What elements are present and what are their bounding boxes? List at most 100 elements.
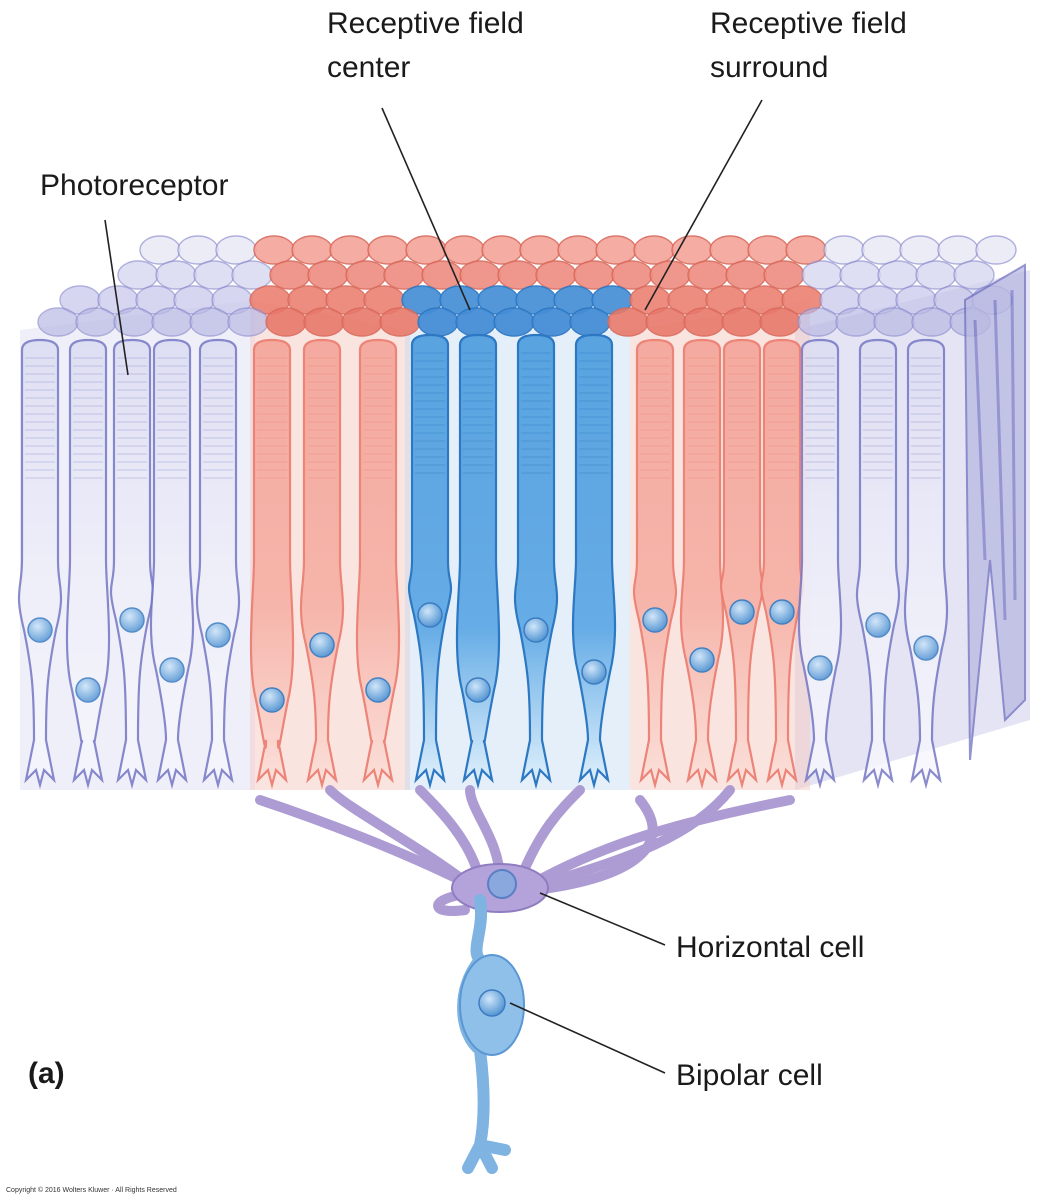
photoreceptor-cell [855, 338, 901, 790]
photoreceptor-cap [341, 307, 383, 337]
photoreceptor-cap [861, 235, 903, 265]
photoreceptor-cap [607, 307, 649, 337]
photoreceptor-cell [719, 338, 765, 790]
photoreceptor-cell [299, 338, 345, 790]
photoreceptor-cap [785, 235, 827, 265]
photoreceptor-cell [195, 338, 241, 790]
photoreceptor-cap [379, 307, 421, 337]
surround-label-line2: surround [710, 51, 829, 84]
photoreceptor-cap [383, 260, 425, 290]
photoreceptor-cell [759, 338, 805, 790]
photoreceptor-cell [249, 338, 295, 790]
photoreceptor-cap [291, 235, 333, 265]
photoreceptor-cap [307, 260, 349, 290]
photoreceptor-cap [75, 307, 117, 337]
photoreceptor-cell [149, 338, 195, 790]
photoreceptor-cap [231, 260, 273, 290]
photoreceptor-cap [303, 307, 345, 337]
photoreceptor-cells [17, 333, 949, 790]
photoreceptor-cap [269, 260, 311, 290]
photoreceptor-cell [571, 333, 617, 790]
photoreceptor-cap [139, 235, 181, 265]
photoreceptor-cap [953, 260, 995, 290]
photoreceptor-cap [911, 307, 953, 337]
photoreceptor-cell [513, 333, 559, 790]
photoreceptor-cap [345, 260, 387, 290]
photoreceptor-cap [417, 307, 459, 337]
photoreceptor-cap [569, 307, 611, 337]
photoreceptor-cap [215, 235, 257, 265]
photoreceptor-cap [797, 307, 839, 337]
photoreceptor-cap [573, 260, 615, 290]
photoreceptor-cell [903, 338, 949, 790]
photoreceptor-cap [459, 260, 501, 290]
photoreceptor-cap [721, 307, 763, 337]
photoreceptor-cap [747, 235, 789, 265]
photoreceptor-label: Photoreceptor [40, 169, 229, 202]
photoreceptor-cell [797, 338, 843, 790]
panel-label: (a) [28, 1057, 65, 1090]
photoreceptor-cap [455, 307, 497, 337]
photoreceptor-cap [915, 260, 957, 290]
horizontal-cell [255, 785, 795, 916]
photoreceptor-cap [709, 235, 751, 265]
photoreceptor-cap [493, 307, 535, 337]
photoreceptor-cap [117, 260, 159, 290]
copyright-text: Copyright © 2016 Wolters Kluwer · All Ri… [6, 1187, 177, 1194]
photoreceptor-cap [497, 260, 539, 290]
photoreceptor-cap [155, 260, 197, 290]
photoreceptor-cap [189, 307, 231, 337]
photoreceptor-cap [725, 260, 767, 290]
center-label-line1: Receptive field [327, 7, 524, 40]
photoreceptor-cell [65, 338, 111, 790]
horizontal-cell-label: Horizontal cell [676, 931, 865, 964]
photoreceptor-cap [519, 235, 561, 265]
photoreceptor-cap [899, 235, 941, 265]
photoreceptor-cap [37, 307, 79, 337]
photoreceptor-cap [227, 307, 269, 337]
photoreceptor-cell [407, 333, 453, 790]
bipolar-cell-label: Bipolar cell [676, 1059, 823, 1092]
photoreceptor-cap [683, 307, 725, 337]
photoreceptor-cap [937, 235, 979, 265]
center-label-line2: center [327, 51, 411, 84]
photoreceptor-cap [177, 235, 219, 265]
photoreceptor-cap [877, 260, 919, 290]
photoreceptor-cap [329, 235, 371, 265]
photoreceptor-cap [975, 235, 1017, 265]
photoreceptor-cell [17, 338, 63, 790]
photoreceptor-cell [455, 333, 501, 790]
surround-label-line1: Receptive field [710, 7, 907, 40]
photoreceptor-cap [151, 307, 193, 337]
photoreceptor-cap [481, 235, 523, 265]
photoreceptor-cap [443, 235, 485, 265]
photoreceptor-cap [595, 235, 637, 265]
photoreceptor-cap [421, 260, 463, 290]
photoreceptor-cell [679, 338, 725, 790]
bipolar-cell [457, 894, 525, 1174]
photoreceptor-cap [645, 307, 687, 337]
leader-lines [104, 99, 763, 1074]
photoreceptor-cap [835, 307, 877, 337]
photoreceptor-cell [355, 338, 401, 790]
photoreceptor-cap [873, 307, 915, 337]
photoreceptor-cap [557, 235, 599, 265]
photoreceptor-cell [632, 338, 678, 790]
photoreceptor-cap [253, 235, 295, 265]
photoreceptor-cap [687, 260, 729, 290]
photoreceptor-cap [531, 307, 573, 337]
photoreceptor-cap [633, 235, 675, 265]
side-cells [963, 263, 1026, 761]
photoreceptor-cap [763, 260, 805, 290]
photoreceptor-tops [37, 235, 1017, 337]
photoreceptor-cap [823, 235, 865, 265]
photoreceptor-cap [801, 260, 843, 290]
photoreceptor-cap [193, 260, 235, 290]
photoreceptor-cap [367, 235, 409, 265]
photoreceptor-cap [265, 307, 307, 337]
photoreceptor-cell [109, 338, 155, 790]
photoreceptor-cap [535, 260, 577, 290]
photoreceptor-cap [759, 307, 801, 337]
